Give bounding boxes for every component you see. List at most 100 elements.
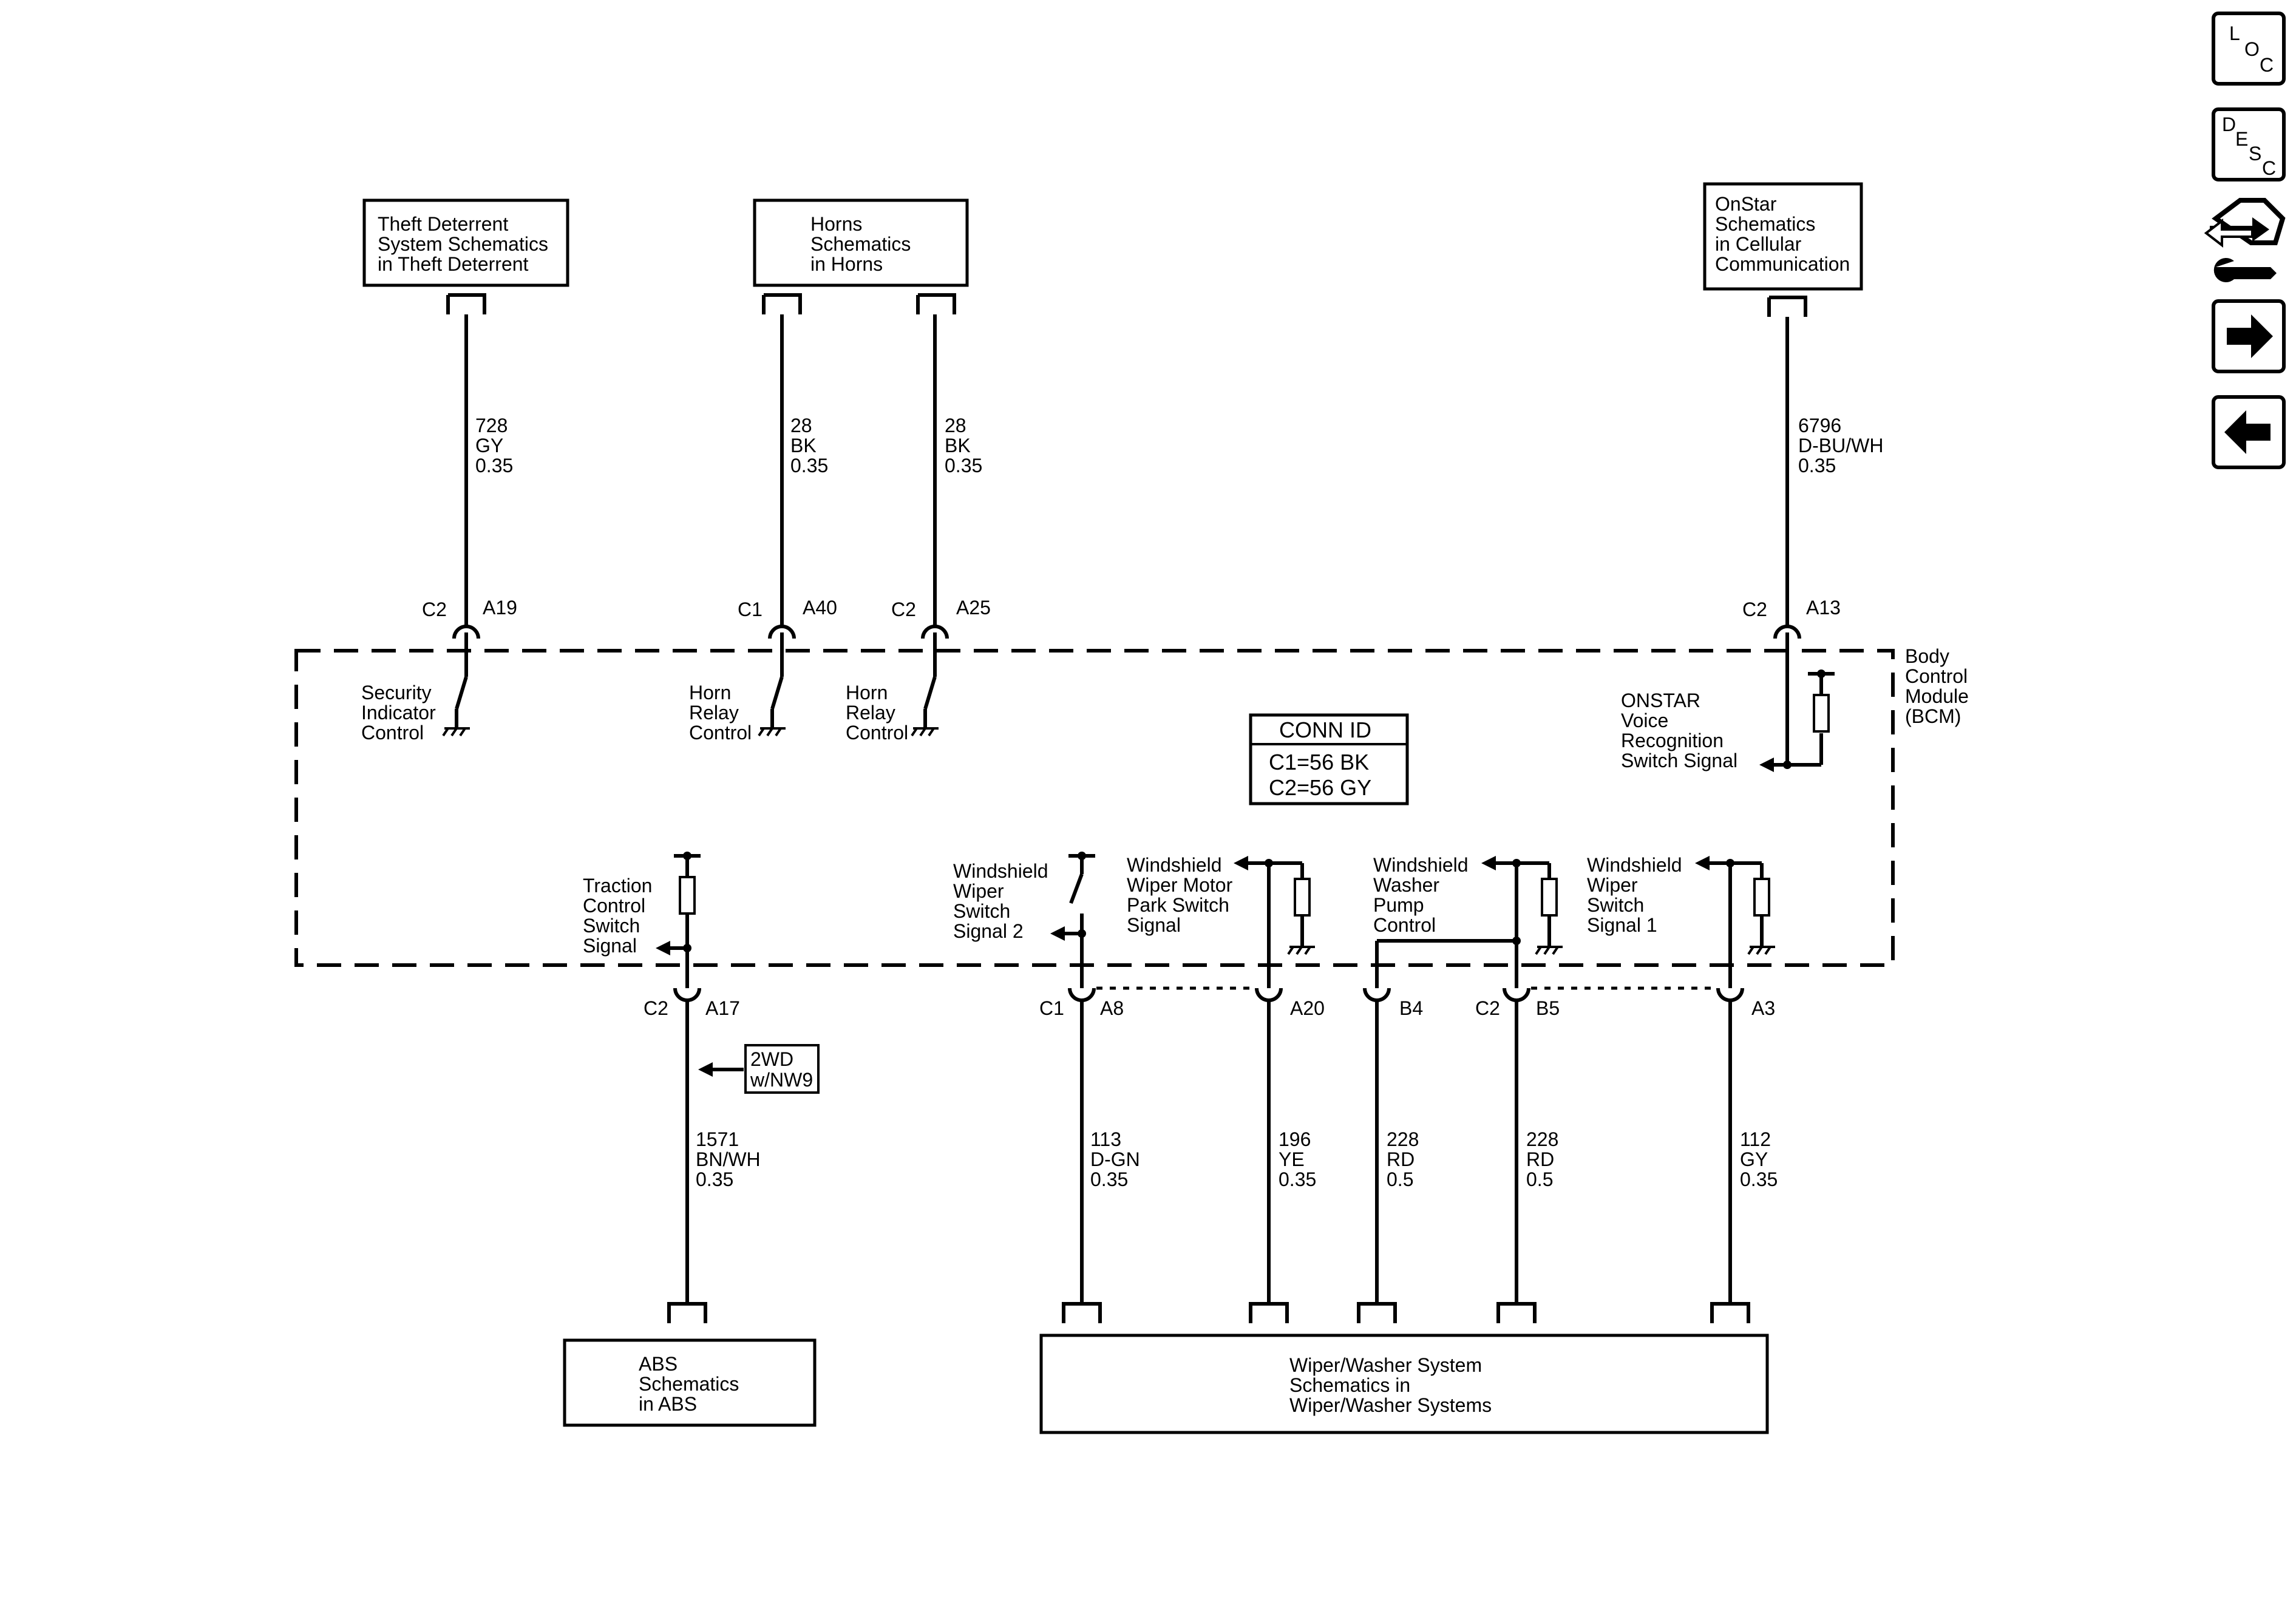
svg-text:C2: C2 bbox=[1742, 598, 1767, 620]
svg-text:CONN ID: CONN ID bbox=[1279, 717, 1371, 742]
svg-text:GY: GY bbox=[475, 435, 503, 456]
svg-text:Body: Body bbox=[1905, 645, 1949, 667]
svg-text:C1: C1 bbox=[738, 598, 763, 620]
desc-button[interactable]: D E S C bbox=[2212, 107, 2286, 181]
svg-text:Wiper Motor: Wiper Motor bbox=[1127, 874, 1233, 896]
security-indicator-switch: Security Indicator Control bbox=[361, 676, 470, 744]
loc-letter-o: O bbox=[2244, 38, 2260, 60]
svg-text:C2: C2 bbox=[422, 598, 447, 620]
wire-112-label: 112 GY 0.35 bbox=[1740, 1128, 1778, 1190]
wiper-switch-signal-2: Windshield Wiper Switch Signal 2 bbox=[953, 852, 1095, 988]
svg-text:Voice: Voice bbox=[1621, 710, 1668, 731]
svg-text:B5: B5 bbox=[1536, 997, 1560, 1019]
svg-text:0.35: 0.35 bbox=[1740, 1168, 1778, 1190]
bottom-connector-labels: C2 A17 C1 A8 A20 B4 C2 B5 A3 bbox=[644, 997, 1775, 1019]
onstar-line-1: OnStar bbox=[1715, 193, 1777, 215]
svg-text:Wiper: Wiper bbox=[953, 880, 1004, 902]
prev-button[interactable] bbox=[2212, 395, 2286, 469]
svg-text:C2: C2 bbox=[1475, 997, 1500, 1019]
wire-228-a-label: 228 RD 0.5 bbox=[1387, 1128, 1419, 1190]
washer-pump-control: Windshield Washer Pump Control bbox=[1373, 854, 1563, 988]
svg-text:Signal 2: Signal 2 bbox=[953, 920, 1024, 942]
svg-text:Wiper/Washer Systems: Wiper/Washer Systems bbox=[1289, 1394, 1492, 1416]
svg-text:RD: RD bbox=[1387, 1148, 1415, 1170]
svg-text:0.35: 0.35 bbox=[475, 455, 513, 476]
horns-line-1: Horns bbox=[810, 213, 862, 235]
onstar-line-2: Schematics bbox=[1715, 213, 1815, 235]
svg-text:2WD: 2WD bbox=[750, 1048, 793, 1070]
svg-text:w/NW9: w/NW9 bbox=[750, 1069, 813, 1091]
arrow-right-icon bbox=[2227, 314, 2273, 358]
svg-text:Control: Control bbox=[689, 722, 752, 744]
onstar-reference[interactable]: OnStar Schematics in Cellular Communicat… bbox=[1703, 182, 1863, 291]
svg-text:Windshield: Windshield bbox=[953, 860, 1048, 882]
svg-text:112: 112 bbox=[1740, 1128, 1771, 1150]
top-terminals bbox=[452, 625, 1801, 677]
theft-line-3: in Theft Deterrent bbox=[378, 253, 529, 275]
horn-relay-switch-2: Horn Relay Control bbox=[846, 676, 939, 744]
theft-line-2: System Schematics bbox=[378, 233, 548, 255]
conn-id-box: CONN ID C1=56 BK C2=56 GY bbox=[1249, 713, 1409, 805]
wire-28-b-label: 28 BK 0.35 bbox=[945, 415, 982, 476]
svg-text:BN/WH: BN/WH bbox=[696, 1148, 761, 1170]
wiper-washer-reference[interactable]: Wiper/Washer System Schematics in Wiper/… bbox=[1039, 1334, 1769, 1434]
svg-text:A20: A20 bbox=[1290, 997, 1325, 1019]
arrow-left-icon bbox=[2224, 410, 2271, 454]
svg-text:28: 28 bbox=[945, 415, 966, 436]
onstar-voice-input: ONSTAR Voice Recognition Switch Signal bbox=[1621, 632, 1835, 772]
svg-text:Windshield: Windshield bbox=[1587, 854, 1682, 876]
svg-text:Relay: Relay bbox=[689, 702, 739, 724]
desc-letter-s: S bbox=[2249, 143, 2261, 164]
svg-text:Pump: Pump bbox=[1373, 894, 1424, 916]
wire-28-a-label: 28 BK 0.35 bbox=[790, 415, 828, 476]
svg-text:Control: Control bbox=[583, 895, 645, 917]
svg-text:C2: C2 bbox=[644, 997, 668, 1019]
next-button[interactable] bbox=[2212, 299, 2286, 373]
svg-text:A3: A3 bbox=[1751, 997, 1775, 1019]
wire-1571-label: 1571 BN/WH 0.35 bbox=[696, 1128, 761, 1190]
wire-113-label: 113 D-GN 0.35 bbox=[1090, 1128, 1140, 1190]
svg-text:1571: 1571 bbox=[696, 1128, 739, 1150]
svg-text:C2: C2 bbox=[891, 598, 916, 620]
svg-text:Wiper/Washer System: Wiper/Washer System bbox=[1289, 1354, 1482, 1376]
bottom-terminals bbox=[673, 986, 1744, 1002]
diagnostic-connector-icon[interactable] bbox=[2204, 198, 2286, 282]
wire-228-b-label: 228 RD 0.5 bbox=[1526, 1128, 1558, 1190]
svg-text:C1=56 BK: C1=56 BK bbox=[1269, 750, 1369, 775]
bottom-stub-connectors bbox=[667, 1302, 1750, 1323]
svg-text:Signal 1: Signal 1 bbox=[1587, 914, 1657, 936]
svg-text:ABS: ABS bbox=[639, 1353, 678, 1375]
svg-text:Schematics: Schematics bbox=[639, 1373, 739, 1395]
wire-728-label: 728 GY 0.35 bbox=[475, 415, 513, 476]
svg-text:A13: A13 bbox=[1806, 597, 1841, 619]
svg-text:A19: A19 bbox=[483, 597, 517, 619]
top-connector-labels: C2 A19 C1 A40 C2 A25 C2 A13 bbox=[422, 597, 1841, 620]
abs-reference[interactable]: ABS Schematics in ABS bbox=[563, 1338, 817, 1427]
svg-text:Control: Control bbox=[1373, 914, 1436, 936]
wire-196-label: 196 YE 0.35 bbox=[1279, 1128, 1316, 1190]
horns-reference[interactable]: Horns Schematics in Horns bbox=[753, 198, 969, 287]
svg-text:(BCM): (BCM) bbox=[1905, 705, 1961, 727]
loc-button[interactable]: L O C bbox=[2212, 12, 2286, 86]
svg-text:YE: YE bbox=[1279, 1148, 1305, 1170]
svg-text:A17: A17 bbox=[705, 997, 740, 1019]
svg-text:0.5: 0.5 bbox=[1526, 1168, 1553, 1190]
theft-deterrent-reference[interactable]: Theft Deterrent System Schematics in The… bbox=[362, 198, 569, 287]
svg-text:113: 113 bbox=[1090, 1128, 1121, 1150]
svg-text:RD: RD bbox=[1526, 1148, 1554, 1170]
svg-text:ONSTAR: ONSTAR bbox=[1621, 690, 1700, 711]
option-tag-2wd: 2WD w/NW9 bbox=[698, 1044, 820, 1094]
top-wires bbox=[464, 314, 1789, 625]
svg-text:Windshield: Windshield bbox=[1373, 854, 1469, 876]
svg-text:Indicator: Indicator bbox=[361, 702, 436, 724]
bcm-label: Body Control Module (BCM) bbox=[1905, 645, 1969, 727]
wiper-park-switch-signal: Windshield Wiper Motor Park Switch Signa… bbox=[1127, 854, 1315, 988]
svg-text:0.35: 0.35 bbox=[696, 1168, 733, 1190]
svg-text:Module: Module bbox=[1905, 685, 1969, 707]
svg-text:C1: C1 bbox=[1039, 997, 1064, 1019]
horn-relay-switch-1: Horn Relay Control bbox=[689, 676, 786, 744]
svg-text:Traction: Traction bbox=[583, 875, 652, 897]
onstar-line-4: Communication bbox=[1715, 253, 1850, 275]
svg-text:0.35: 0.35 bbox=[1798, 455, 1836, 476]
